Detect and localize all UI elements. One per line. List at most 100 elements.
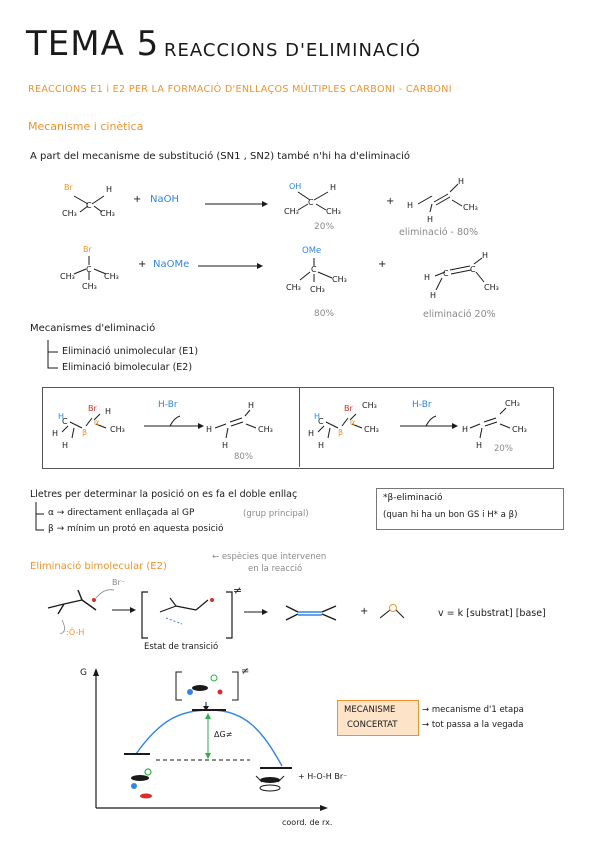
energy-y-axis-label: G <box>80 668 87 678</box>
svg-text:H: H <box>222 441 228 450</box>
svg-text:H: H <box>248 401 254 410</box>
elimination-examples-box <box>42 387 554 469</box>
energy-products-text: + H-O-H Br⁻ <box>298 772 348 781</box>
reaction-2-plus-1: + <box>138 259 147 270</box>
svg-text:H: H <box>458 177 464 186</box>
box-right-yield: 20% <box>494 444 513 454</box>
e2-note-2: en la reacció <box>248 564 303 574</box>
mechanisms-heading: Mecanismes d'eliminació <box>30 323 156 334</box>
energy-delta-g: ΔG≠ <box>214 730 233 739</box>
mechanism-item-e1: Eliminació unimolecular (E1) <box>62 346 199 357</box>
box-right-br: Br <box>344 404 353 413</box>
e2-rate-law: v = k [substrat] [base] <box>438 608 546 619</box>
box-right-beta: β <box>338 428 344 437</box>
svg-text:C: C <box>86 201 92 210</box>
svg-text:CH₃: CH₃ <box>100 209 115 218</box>
box-left-br: Br <box>88 404 97 413</box>
svg-text:CH₃: CH₃ <box>484 283 499 292</box>
e2-hydroxide: ⁻:Ö-H <box>62 628 85 637</box>
reaction-2-elimination-yield: eliminació 20% <box>423 309 496 320</box>
svg-text:CH₃: CH₃ <box>326 207 341 216</box>
svg-text:H: H <box>424 273 430 282</box>
svg-text:CH₃: CH₃ <box>505 399 520 408</box>
box-left-alpha: α <box>94 418 100 427</box>
beta-elimination-note-title: *β-eliminació <box>383 493 443 503</box>
svg-text:CH₃: CH₃ <box>62 209 77 218</box>
beta-elimination-note-text: (quan hi ha un bon GS i H* a β) <box>383 510 518 520</box>
mechanism-item-e2: Eliminació bimolecular (E2) <box>62 362 193 373</box>
reaction-1-product-yield: 20% <box>314 222 335 232</box>
box-left-beta: β <box>82 428 88 437</box>
reaction-1-reagent-br: Br <box>64 183 73 192</box>
svg-text:CH₃: CH₃ <box>82 282 97 291</box>
svg-text:H: H <box>206 425 212 434</box>
svg-text:H: H <box>482 251 488 260</box>
reaction-2-base: NaOMe <box>153 259 190 270</box>
reaction-1-plus-1: + <box>133 194 142 205</box>
letters-beta-line: β → mínim un protó en aquesta posició <box>48 524 224 534</box>
e2-note: ← espècies que intervenen <box>212 552 327 562</box>
page-title-number: TEMA 5 <box>26 24 160 64</box>
concerted-arrow-2: → tot passa a la vegada <box>422 720 524 730</box>
box-left-yield: 80% <box>234 452 253 462</box>
reaction-2-reagent-br: Br <box>83 245 92 254</box>
page-subtitle: REACCIONS E1 i E2 PER LA FORMACIÓ D'ENLL… <box>28 84 452 95</box>
svg-text:H: H <box>318 441 324 450</box>
letters-heading: Lletres per determinar la posició on es … <box>30 489 298 500</box>
svg-text:C: C <box>308 198 314 207</box>
svg-text:CH₃: CH₃ <box>310 285 325 294</box>
svg-text:CH₃: CH₃ <box>512 425 527 434</box>
energy-x-axis-label: coord. de rx. <box>282 818 333 827</box>
energy-ts-mark: ≠ <box>241 666 250 677</box>
svg-text:H: H <box>430 291 436 300</box>
concerted-box <box>337 700 419 736</box>
e2-heading: Eliminació bimolecular (E2) <box>30 561 167 572</box>
box-right-alpha: α <box>350 418 356 427</box>
svg-text:C: C <box>470 265 476 274</box>
reaction-1-base: NaOH <box>150 194 179 205</box>
svg-text:C: C <box>62 417 68 426</box>
concerted-box-line-1: MECANISME <box>344 705 396 715</box>
svg-text:CH₃: CH₃ <box>110 425 125 434</box>
svg-text:CH₃: CH₃ <box>284 207 299 216</box>
reaction-2-product-ome: OMe <box>302 246 322 256</box>
svg-text:H: H <box>407 201 413 210</box>
svg-text:CH₃: CH₃ <box>104 272 119 281</box>
svg-text:H: H <box>476 441 482 450</box>
box-divider <box>299 387 300 467</box>
svg-text:H: H <box>105 407 111 416</box>
svg-text:H: H <box>106 185 112 194</box>
svg-text:H: H <box>308 429 314 438</box>
reaction-1-product-oh: OH <box>289 182 302 191</box>
svg-text:H: H <box>52 429 58 438</box>
reaction-2-plus-2: + <box>378 259 387 270</box>
section-intro-text: A part del mecanisme de substitució (SN1… <box>30 151 410 162</box>
svg-text:H: H <box>62 441 68 450</box>
e2-br-minus: Br⁻ <box>112 578 125 587</box>
concerted-arrow-1: → mecanisme d'1 etapa <box>422 705 524 715</box>
svg-text:CH₃: CH₃ <box>258 425 273 434</box>
svg-text:CH₃: CH₃ <box>362 401 377 410</box>
reaction-1-elimination-yield: eliminació - 80% <box>399 227 479 238</box>
e2-plus: + <box>360 606 369 617</box>
svg-text:C: C <box>311 265 317 274</box>
svg-text:C: C <box>443 269 449 278</box>
page-title: REACCIONS D'ELIMINACIÓ <box>164 40 421 61</box>
concerted-box-line-2: CONCERTAT <box>347 720 398 730</box>
e2-ts-label: Estat de transició <box>144 642 219 652</box>
section-heading-mecanisme: Mecanisme i cinètica <box>28 120 144 133</box>
beta-elimination-note-box <box>376 488 564 530</box>
box-left-h: H <box>58 412 65 421</box>
svg-text:C: C <box>318 417 324 426</box>
svg-text:H: H <box>427 215 433 224</box>
e2-ts-mark: ≠ <box>233 584 243 597</box>
reaction-2-product-yield: 80% <box>314 309 335 319</box>
svg-text:H: H <box>330 183 336 192</box>
